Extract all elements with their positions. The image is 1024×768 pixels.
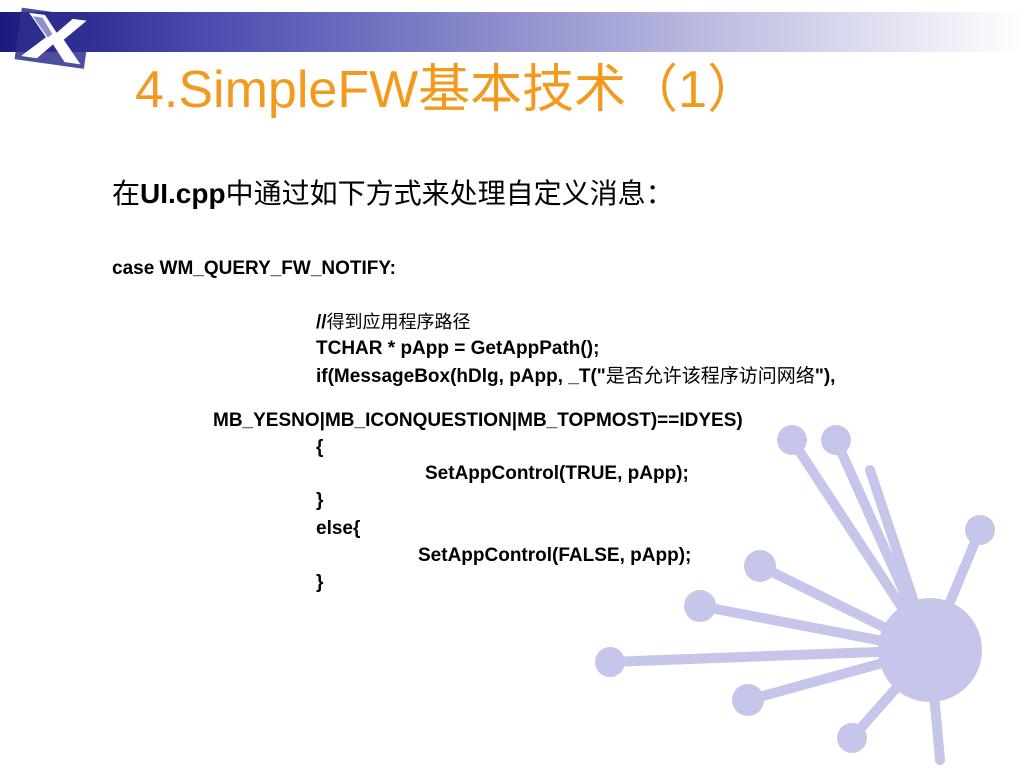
code-case-line: case WM_QUERY_FW_NOTIFY: xyxy=(112,258,396,279)
code-set-false-line: SetAppControl(FALSE, pApp); xyxy=(418,545,692,566)
intro-text: 在UI.cpp中通过如下方式来处理自定义消息： xyxy=(112,172,674,212)
x-logo-icon xyxy=(14,7,92,69)
code-close-brace: } xyxy=(316,490,324,511)
if-message-text: 是否允许该程序访问网络 xyxy=(605,365,815,387)
code-mb-line: MB_YESNO|MB_ICONQUESTION|MB_TOPMOST)==ID… xyxy=(213,410,743,431)
code-set-true-line: SetAppControl(TRUE, pApp); xyxy=(425,463,689,484)
intro-prefix: 在 xyxy=(112,177,141,210)
code-tchar-line: TCHAR * pApp = GetAppPath(); xyxy=(316,338,600,359)
code-else-line: else{ xyxy=(316,518,361,539)
code-if-line: if(MessageBox(hDlg, pApp, _T("是否允许该程序访问网… xyxy=(316,363,835,390)
starburst-decoration xyxy=(595,425,995,765)
code-comment-line: //得到应用程序路径 xyxy=(316,310,471,336)
if-prefix: if(MessageBox(hDlg, pApp, _T(" xyxy=(316,366,606,387)
intro-suffix: 中通过如下方式来处理自定义消息： xyxy=(225,177,674,210)
page-title: 4.SimpleFW基本技术（1） xyxy=(135,61,760,119)
header-band xyxy=(0,12,1024,52)
code-final-brace: } xyxy=(316,572,324,593)
comment-text: 得到应用程序路径 xyxy=(326,312,471,333)
code-open-brace: { xyxy=(316,437,324,458)
intro-filename: UI.cpp xyxy=(140,178,226,209)
comment-slashes: // xyxy=(316,312,327,333)
if-suffix: "), xyxy=(814,366,836,387)
